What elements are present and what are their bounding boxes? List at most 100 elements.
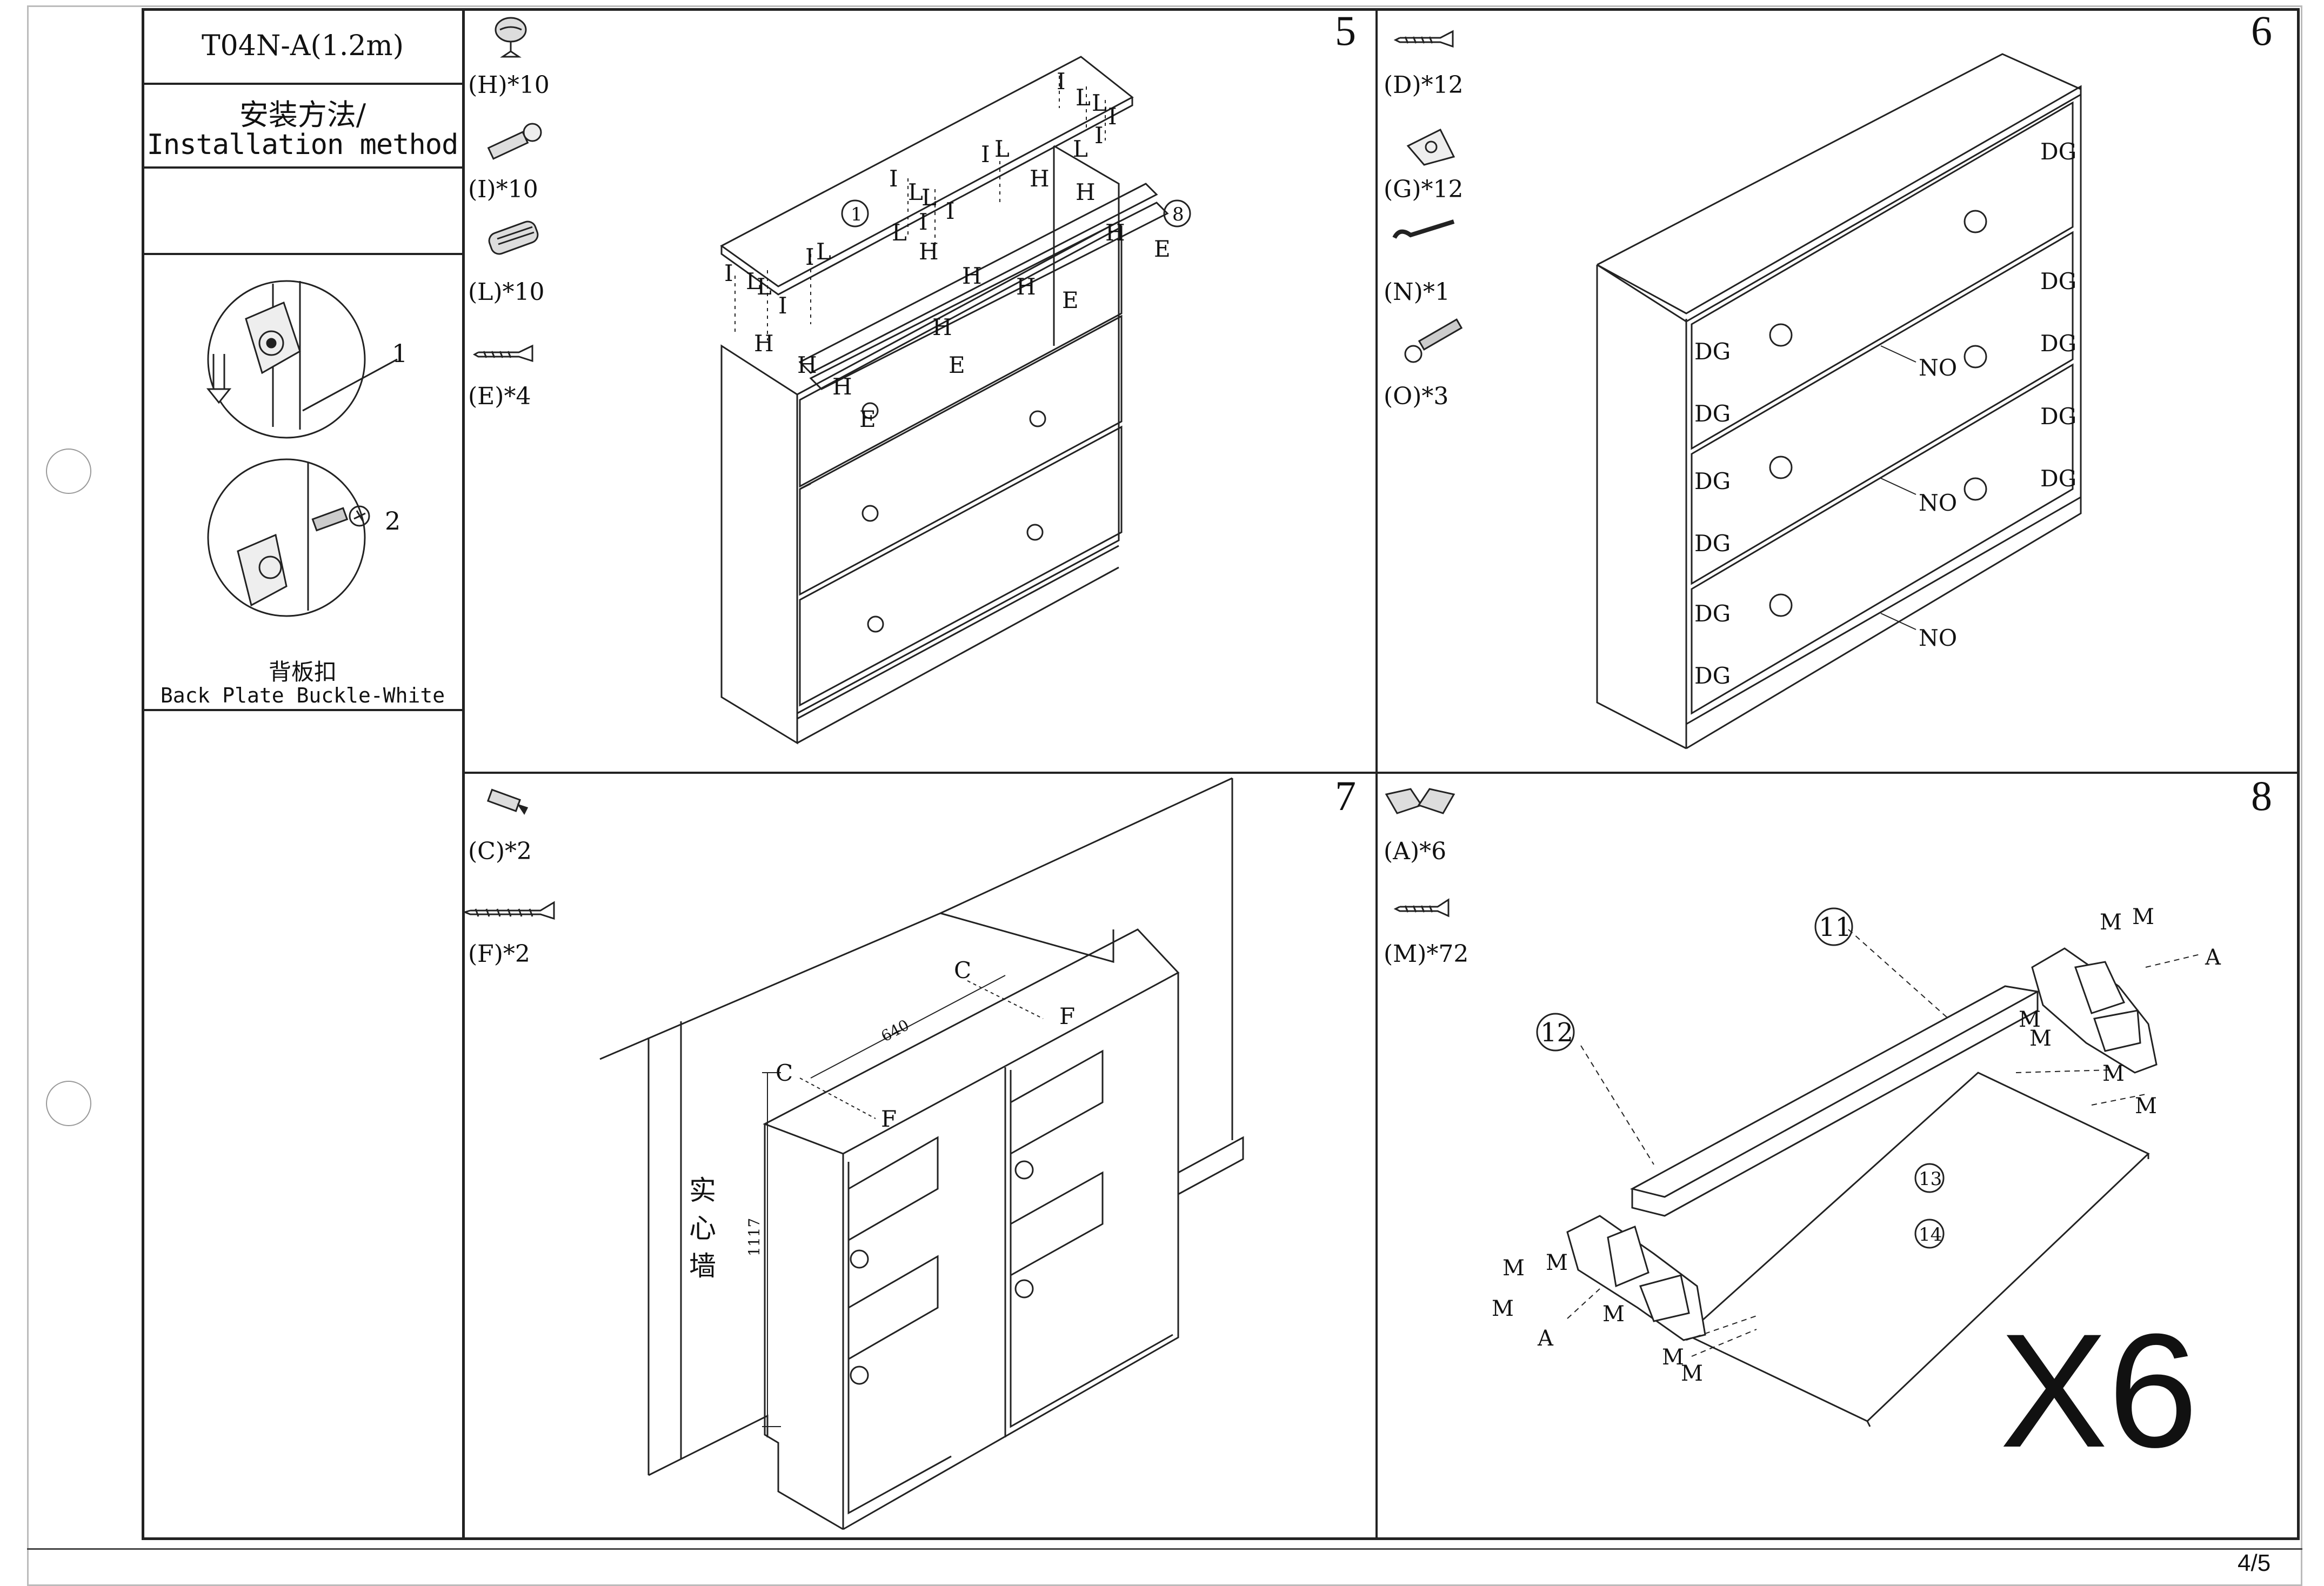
label-f-1: F	[1059, 1003, 1075, 1029]
label-l-5: L	[908, 179, 923, 205]
step-7-number: 7	[1335, 772, 1356, 819]
footer-line	[27, 1548, 2302, 1550]
label-i-5: I	[889, 165, 898, 192]
label-m-3: M	[2019, 1007, 2041, 1032]
part-m-count: (M)*72	[1384, 940, 1469, 968]
label-l-9: L	[746, 268, 761, 295]
screw-f-icon	[462, 901, 555, 920]
label-m-7: M	[1502, 1256, 1525, 1281]
dimension-width: 640	[878, 1016, 912, 1045]
label-dg-10: DG	[1694, 600, 1731, 627]
cam-lock-h-icon	[495, 17, 527, 58]
label-c-1: C	[954, 957, 971, 983]
hinge-a-icon	[1385, 788, 1455, 814]
cam-bolt-i-icon	[487, 123, 542, 160]
model-title: T04N-A(1.2m)	[201, 30, 404, 62]
label-e-2: E	[1062, 287, 1079, 313]
wall-anchor-c-icon	[486, 788, 529, 815]
sidebar-row-line-1	[142, 83, 463, 85]
label-i-2: I	[1108, 103, 1117, 130]
label-h-2: H	[1076, 179, 1096, 205]
label-h-1: H	[1030, 165, 1050, 192]
label-dg-9: DG	[1694, 530, 1731, 557]
repeat-multiplier: X6	[2000, 1300, 2198, 1481]
label-l-3: L	[1073, 136, 1088, 162]
part-11-callout	[1814, 907, 1853, 946]
part-12-callout	[1536, 1013, 1575, 1052]
label-m-9: M	[1492, 1296, 1514, 1321]
part-f-count: (F)*2	[468, 940, 530, 968]
part-1-callout	[841, 199, 869, 227]
main-frame	[142, 8, 2300, 1540]
label-dg-11: DG	[1694, 662, 1731, 689]
part-8-callout	[1163, 199, 1191, 227]
step-6-cabinet-back-illustration	[1596, 53, 2082, 749]
part-12-label: 12	[1540, 1018, 1573, 1048]
part-14-label: 14	[1919, 1224, 1942, 1246]
label-dg-5: DG	[2040, 465, 2076, 492]
label-h-4: H	[919, 238, 939, 265]
part-l-count: (L)*10	[468, 278, 545, 306]
part-11-label: 11	[1819, 912, 1852, 942]
label-m-1: M	[2100, 910, 2122, 935]
screw-m-icon	[1393, 898, 1450, 918]
label-dg-8: DG	[1694, 468, 1731, 494]
part-1-label: 1	[851, 204, 863, 225]
step-8-number: 8	[2251, 772, 2272, 819]
method-title-en: Installation method	[146, 129, 459, 161]
label-l-2: L	[1092, 90, 1107, 116]
label-a-1: A	[2205, 945, 2221, 970]
label-dg-2: DG	[2040, 268, 2076, 295]
label-h-3: H	[1105, 219, 1125, 246]
label-e-1: E	[1154, 236, 1171, 262]
label-dg-7: DG	[1694, 400, 1731, 427]
label-no-2: NO	[1919, 490, 1957, 516]
part-h-count: (H)*10	[468, 71, 550, 99]
label-i-6: I	[946, 198, 955, 224]
label-l-6: L	[921, 184, 937, 211]
label-l-4: L	[994, 136, 1010, 162]
screw-d-icon	[1393, 30, 1454, 48]
part-n-count: (N)*1	[1384, 278, 1450, 306]
label-m-4: M	[2029, 1026, 2052, 1051]
label-c-2: C	[776, 1060, 793, 1086]
label-dg-4: DG	[2040, 403, 2076, 430]
label-m-8: M	[1546, 1250, 1568, 1275]
sidebar-divider	[462, 8, 465, 1540]
label-i-3: I	[1094, 122, 1104, 149]
label-no-1: NO	[1919, 354, 1957, 381]
part-c-count: (C)*2	[468, 838, 532, 865]
screw-e-icon	[472, 344, 533, 363]
step-5-number: 5	[1335, 7, 1356, 54]
step-5-cabinet-illustration	[720, 56, 1169, 745]
sidebar-row-line-2	[142, 166, 463, 169]
part-8-label: 8	[1172, 204, 1184, 225]
label-l-1: L	[1076, 84, 1091, 111]
label-l-8: L	[816, 238, 831, 265]
allen-key-n-icon	[1392, 219, 1455, 239]
label-e-4: E	[859, 406, 876, 432]
label-m-5: M	[2102, 1061, 2125, 1086]
screw-o-icon	[1404, 318, 1463, 363]
label-dg-1: DG	[2040, 138, 2076, 165]
part-g-count: (G)*12	[1384, 176, 1464, 203]
page-number: 4/5	[2238, 1550, 2271, 1576]
part-e-count: (E)*4	[468, 383, 531, 410]
dimension-height: 1117	[745, 1218, 763, 1256]
part-d-count: (D)*12	[1384, 71, 1464, 99]
label-i-10: I	[778, 292, 787, 319]
buckle-detail-2-illustration	[207, 458, 370, 617]
part-13-label: 13	[1919, 1168, 1942, 1190]
label-f-2: F	[881, 1106, 897, 1132]
buckle-detail-1-illustration	[206, 280, 398, 439]
step-7-wall-illustration	[599, 777, 1244, 1530]
label-i-4: I	[981, 141, 990, 168]
label-i-8: I	[805, 244, 814, 270]
label-dg-3: DG	[2040, 330, 2076, 357]
middle-divider	[463, 772, 2300, 774]
wood-dowel-l-icon	[488, 220, 539, 255]
label-h-9: H	[797, 352, 817, 378]
label-no-3: NO	[1919, 625, 1957, 651]
label-h-6: H	[1016, 273, 1036, 300]
